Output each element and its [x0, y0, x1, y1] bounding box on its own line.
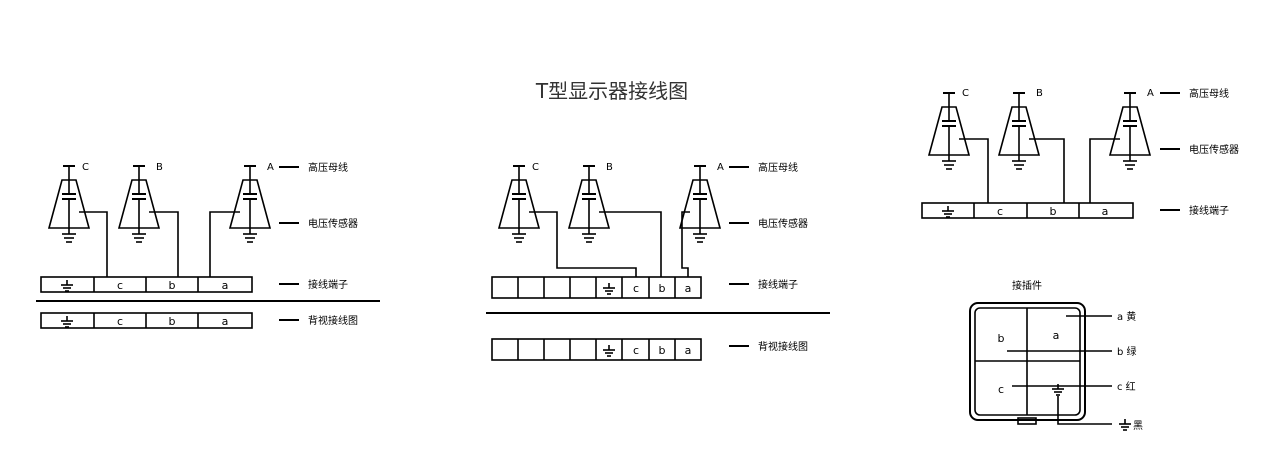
- callout-terminal: 接线端子: [1189, 204, 1229, 217]
- callout-terminal: 接线端子: [308, 278, 348, 291]
- terminal-cell-b: b: [659, 282, 666, 295]
- terminal-cell-a: a: [1102, 205, 1109, 218]
- sensor-a-icon: [680, 166, 720, 242]
- wire-label-ground: 黑: [1133, 420, 1143, 432]
- terminal-cell-a: a: [685, 282, 692, 295]
- ground-icon: [1118, 418, 1132, 431]
- phase-c-label: C: [532, 162, 539, 173]
- phase-a-label: A: [717, 162, 724, 173]
- connector-diagram: 接插件 b a c a 黄 b 绿 c 红 黑: [969, 279, 1143, 432]
- callout-sensor: 电压传感器: [1189, 143, 1239, 156]
- callout-busbar: 高压母线: [758, 161, 798, 174]
- sensor-c-icon: [929, 93, 969, 169]
- back-cell-b: b: [169, 315, 176, 328]
- right-diagram: C B A c b a 高压母线 电压传感器 接线端子: [921, 87, 1239, 219]
- terminal-cell-b: b: [1050, 205, 1057, 218]
- back-cell-c: c: [117, 315, 123, 328]
- phase-c-label: C: [962, 88, 969, 99]
- sensor-a-icon: [230, 166, 270, 242]
- connector-title: 接插件: [1012, 279, 1042, 292]
- terminal-cell-c: c: [117, 279, 123, 292]
- callout-back-wiring: 背视接线图: [758, 340, 808, 353]
- connector-cell-b: b: [998, 332, 1005, 345]
- back-cell-a: a: [685, 344, 692, 357]
- callout-terminal: 接线端子: [758, 278, 798, 291]
- phase-a-label: A: [267, 162, 274, 173]
- phase-b-label: B: [1036, 88, 1043, 99]
- wire-label-a: a 黄: [1117, 310, 1136, 323]
- connector-cell-c: c: [998, 383, 1004, 396]
- back-cell-b: b: [659, 344, 666, 357]
- ground-icon: [941, 205, 955, 218]
- terminal-cell-a: a: [222, 279, 229, 292]
- sensor-b-icon: [119, 166, 159, 242]
- phase-a-label: A: [1147, 88, 1154, 99]
- left-diagram: C B A c b a c b a 高压母线 电压传感器 接线端子 背视接: [36, 161, 380, 329]
- connector-cell-a: a: [1053, 329, 1060, 342]
- phase-b-label: B: [606, 162, 613, 173]
- sensor-b-icon: [999, 93, 1039, 169]
- ground-icon: [602, 282, 616, 295]
- ground-icon: [60, 279, 74, 292]
- phase-c-label: C: [82, 162, 89, 173]
- callout-back-wiring: 背视接线图: [308, 314, 358, 327]
- middle-diagram: C B A c b a c b a 高压母线: [486, 161, 830, 361]
- terminal-cell-b: b: [169, 279, 176, 292]
- sensor-b-icon: [569, 166, 609, 242]
- connector-outer: [969, 302, 1086, 421]
- callout-sensor: 电压传感器: [758, 217, 808, 230]
- diagram-title: T型显示器接线图: [535, 79, 688, 103]
- callout-sensor: 电压传感器: [308, 217, 358, 230]
- callout-busbar: 高压母线: [1189, 87, 1229, 100]
- terminal-cell-c: c: [997, 205, 1003, 218]
- sensor-c-icon: [49, 166, 89, 242]
- back-cell-a: a: [222, 315, 229, 328]
- ground-icon: [602, 344, 616, 357]
- ground-icon: [60, 315, 74, 328]
- terminal-cell-c: c: [633, 282, 639, 295]
- callout-busbar: 高压母线: [308, 161, 348, 174]
- sensor-a-icon: [1110, 93, 1150, 169]
- back-cell-c: c: [633, 344, 639, 357]
- wire-label-c: c 红: [1117, 380, 1136, 393]
- wire-label-b: b 绿: [1117, 345, 1137, 358]
- sensor-c-icon: [499, 166, 539, 242]
- connector-key: [1017, 417, 1037, 425]
- phase-b-label: B: [156, 162, 163, 173]
